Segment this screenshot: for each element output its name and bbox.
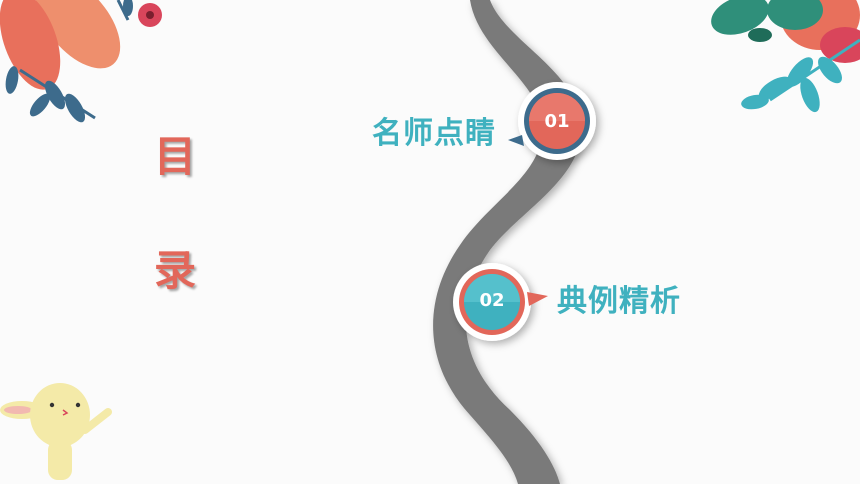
toc-item-label-2[interactable]: 典例精析 <box>557 284 681 319</box>
toc-item-label-1[interactable]: 名师点睛 <box>372 116 496 151</box>
heading-char-1: 目 <box>153 132 196 181</box>
heading-char-2: 录 <box>153 246 196 295</box>
badge-number-01: 01 <box>544 111 570 132</box>
badge-number-02: 02 <box>479 290 505 311</box>
